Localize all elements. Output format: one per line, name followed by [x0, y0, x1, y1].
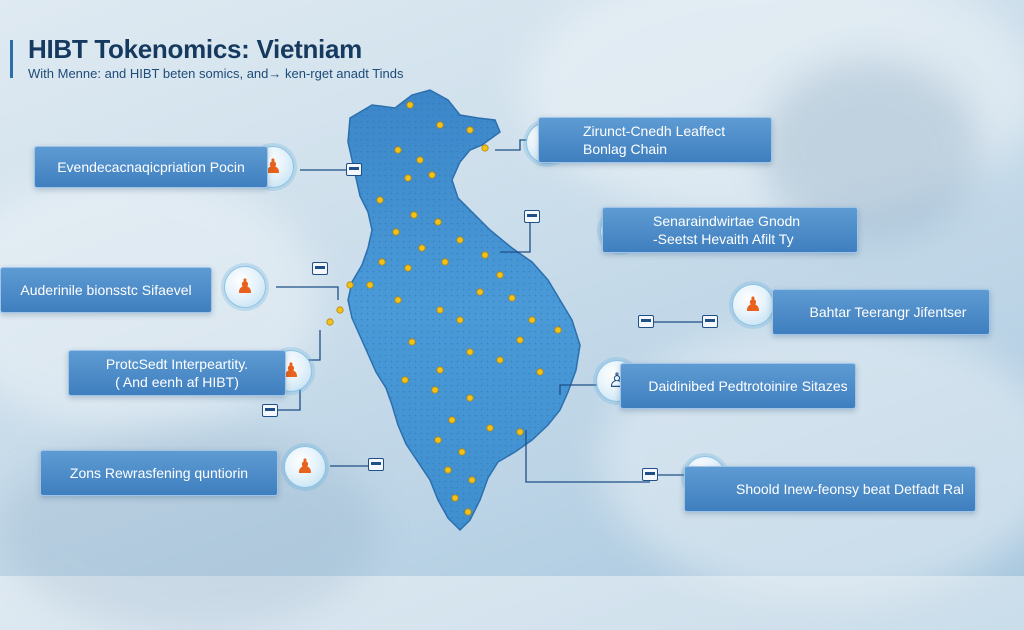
token-marker — [528, 316, 536, 324]
connector-line — [525, 430, 650, 483]
feature-label: Bahtar Teerangr Jifentser — [809, 304, 967, 320]
token-marker — [404, 264, 412, 272]
token-marker — [436, 121, 444, 129]
token-marker — [416, 156, 424, 164]
token-marker — [336, 306, 344, 314]
token-marker — [392, 228, 400, 236]
title-accent-bar — [10, 40, 13, 78]
token-marker — [444, 466, 452, 474]
token-marker — [401, 376, 409, 384]
token-marker — [508, 294, 516, 302]
feature-label: Daidinibed Pedtrotoinire Sitazes — [648, 378, 848, 394]
server-node-icon — [346, 163, 362, 176]
connector-line — [559, 384, 608, 395]
token-marker — [486, 424, 494, 432]
feature-box-right-5: Shoold Inew-feonsy beat Detfadt Ral — [684, 466, 976, 512]
token-marker — [434, 218, 442, 226]
feature-label: Zirunct-Cnedh Leaffect — [583, 123, 726, 139]
server-node-icon — [368, 458, 384, 471]
token-marker — [466, 126, 474, 134]
token-marker — [468, 476, 476, 484]
feature-box-left-3: ProtcSedt Interpeartity. ( And eenh af H… — [68, 350, 286, 396]
token-marker — [456, 316, 464, 324]
token-marker — [496, 356, 504, 364]
feature-label: ProtcSedt Interpeartity. — [105, 356, 249, 372]
feature-box-right-4: Daidinibed Pedtrotoinire Sitazes — [620, 363, 856, 409]
token-marker — [408, 338, 416, 346]
token-marker — [404, 174, 412, 182]
server-node-icon — [638, 315, 654, 328]
token-marker — [410, 211, 418, 219]
token-marker — [366, 281, 374, 289]
token-marker — [456, 236, 464, 244]
token-marker — [464, 508, 472, 516]
token-marker — [466, 348, 474, 356]
server-node-icon — [262, 404, 278, 417]
feature-box-left-2: Auderinile bionsstc Sifaevel — [0, 267, 212, 313]
feature-label-secondary: Bonlag Chain — [583, 141, 668, 157]
feature-label: Evendecacnaqicpriation Pocin — [57, 159, 245, 175]
feature-label: Senaraindwirtae Gnodn — [653, 213, 801, 229]
token-marker — [326, 318, 334, 326]
token-marker — [406, 101, 414, 109]
feature-box-left-1: Evendecacnaqicpriation Pocin — [34, 146, 268, 188]
server-node-icon — [524, 210, 540, 223]
server-node-icon — [642, 468, 658, 481]
token-marker — [516, 428, 524, 436]
connector-line — [500, 215, 531, 253]
token-marker — [481, 251, 489, 259]
token-figure-icon: ♟ — [284, 446, 326, 488]
feature-label: Auderinile bionsstc Sifaevel — [20, 282, 192, 298]
token-marker — [378, 258, 386, 266]
feature-label-secondary: -Seetst Hevaith Afilt Ty — [653, 231, 794, 247]
feature-box-right-2: Senaraindwirtae Gnodn -Seetst Hevaith Af… — [602, 207, 858, 253]
token-marker — [554, 326, 562, 334]
token-marker — [418, 244, 426, 252]
feature-label-secondary: ( And eenh af HIBT) — [115, 374, 239, 390]
token-marker — [451, 494, 459, 502]
connector-lines — [270, 139, 715, 483]
token-marker — [481, 144, 489, 152]
feature-label: Zons Rewrasfening quntiorin — [69, 465, 249, 481]
server-node-icon — [702, 315, 718, 328]
token-markers — [326, 101, 562, 516]
token-marker — [441, 258, 449, 266]
token-marker — [448, 416, 456, 424]
token-marker — [376, 196, 384, 204]
feature-box-right-1: Zirunct-Cnedh Leaffect Bonlag Chain — [538, 117, 772, 163]
token-marker — [476, 288, 484, 296]
token-figure-icon: ♟ — [732, 284, 774, 326]
token-marker — [536, 368, 544, 376]
token-marker — [496, 271, 504, 279]
server-node-icon — [312, 262, 328, 275]
token-marker — [431, 386, 439, 394]
vietnam-map-diagram — [270, 89, 715, 532]
page-subtitle: With Menne: and HIBT beten somics, and→ … — [28, 66, 404, 81]
feature-label: Shoold Inew-feonsy beat Detfadt Ral — [735, 481, 965, 497]
token-marker — [346, 281, 354, 289]
token-figure-icon: ♟ — [224, 266, 266, 308]
token-marker — [434, 436, 442, 444]
page-title: HIBT Tokenomics: Vietniam — [28, 34, 362, 64]
cloud-background — [520, 0, 1024, 220]
token-marker — [394, 146, 402, 154]
feature-box-left-4: Zons Rewrasfening quntiorin — [40, 450, 278, 496]
token-marker — [436, 306, 444, 314]
token-marker — [516, 336, 524, 344]
token-marker — [394, 296, 402, 304]
token-marker — [458, 448, 466, 456]
token-marker — [428, 171, 436, 179]
feature-box-right-3: Bahtar Teerangr Jifentser — [772, 289, 990, 335]
token-marker — [436, 366, 444, 374]
connector-line — [276, 286, 339, 300]
token-marker — [466, 394, 474, 402]
vietnam-map-shape — [347, 89, 581, 532]
